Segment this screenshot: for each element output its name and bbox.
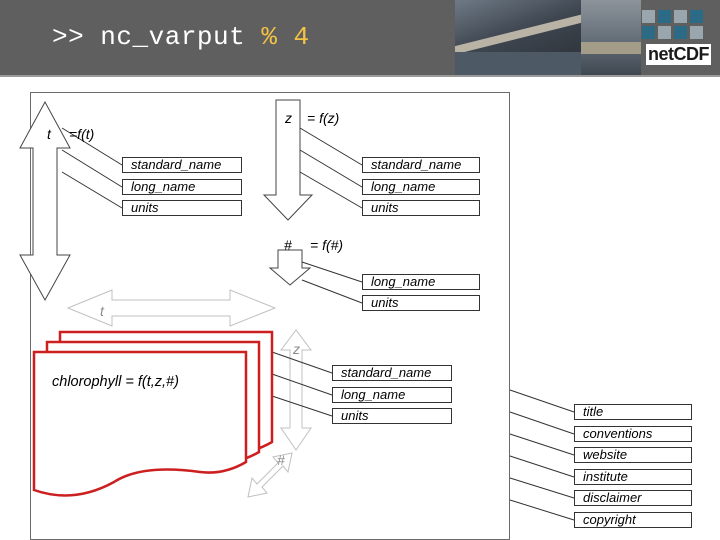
- variable-label: chlorophyll = f(t,z,#): [52, 374, 179, 390]
- global-attr-conventions: conventions: [574, 426, 692, 442]
- hash-dimension-arrow: [268, 249, 312, 286]
- z-dimension-label: z: [285, 110, 292, 126]
- z-dimension-equation: = f(z): [307, 110, 340, 126]
- z-attr-standard-name: standard_name: [362, 157, 480, 173]
- header-bar: >> nc_varput % 4 netCDF: [0, 0, 720, 75]
- hash-attr-units: units: [362, 295, 480, 311]
- z-dimension-arrow: [262, 99, 314, 221]
- global-attr-copyright: copyright: [574, 512, 692, 528]
- global-attr-website: website: [574, 447, 692, 463]
- coast-photo: [581, 0, 641, 75]
- hash-axis-arrow: [247, 452, 293, 498]
- time-attr-long-name: long_name: [122, 179, 242, 195]
- z-attr-long-name: long_name: [362, 179, 480, 195]
- z-attr-units: units: [362, 200, 480, 216]
- hash-dimension-equation: = f(#): [310, 237, 344, 253]
- logo-text: netCDF: [646, 44, 711, 65]
- data-page-front: [32, 350, 248, 497]
- time-dimension-label: t: [47, 126, 51, 142]
- time-attr-units: units: [122, 200, 242, 216]
- hash-axis-label: #: [277, 452, 285, 468]
- hash-dimension-label: #: [284, 237, 292, 253]
- var-attr-long-name: long_name: [332, 387, 452, 403]
- time-attr-standard-name: standard_name: [122, 157, 242, 173]
- global-attr-title: title: [574, 404, 692, 420]
- time-axis-arrow: [66, 289, 277, 327]
- z-axis-label: z: [293, 341, 300, 357]
- var-attr-units: units: [332, 408, 452, 424]
- time-axis-label: t: [100, 303, 104, 319]
- slide-title: >> nc_varput % 4: [52, 22, 310, 52]
- header-divider: [0, 75, 720, 77]
- z-axis-arrow: [280, 329, 312, 451]
- var-attr-standard-name: standard_name: [332, 365, 452, 381]
- time-dimension-arrow: [19, 100, 71, 302]
- global-attr-disclaimer: disclaimer: [574, 490, 692, 506]
- hash-attr-long-name: long_name: [362, 274, 480, 290]
- bridge-photo: [455, 0, 581, 75]
- global-attr-institute: institute: [574, 469, 692, 485]
- time-dimension-equation: =f(t): [69, 126, 95, 142]
